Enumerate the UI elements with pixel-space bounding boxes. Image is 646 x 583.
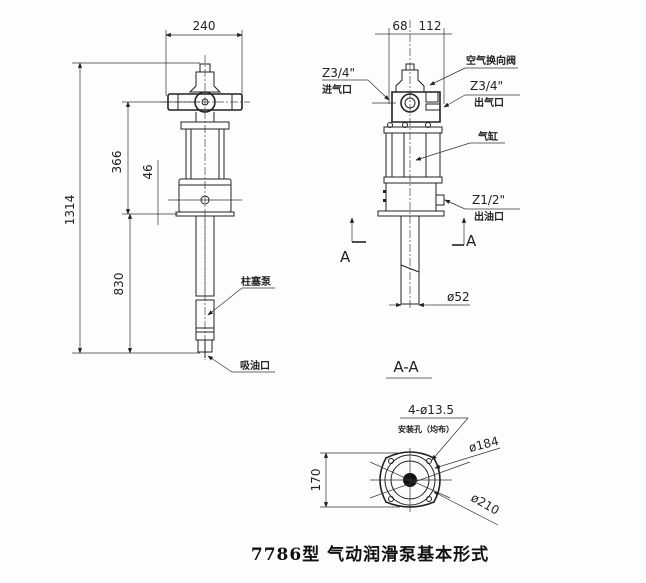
dim-total-height: 1314 bbox=[63, 195, 77, 226]
label-plunger-pump: 柱塞泵 bbox=[241, 275, 272, 288]
dim-width: 240 bbox=[193, 19, 216, 33]
label-air-out-size: Z3/4" bbox=[470, 79, 503, 93]
dim-inner-dia: ø184 bbox=[467, 434, 500, 455]
front-view bbox=[160, 55, 250, 360]
section-mark-left: A bbox=[340, 248, 351, 266]
dim-left: 68 bbox=[392, 19, 407, 33]
dim-right: 112 bbox=[419, 19, 442, 33]
label-air-valve: 空气换向阀 bbox=[466, 54, 516, 67]
section-title: A-A bbox=[393, 358, 419, 376]
front-dimensions: 240 1314 366 46 830 柱塞泵 吸油口 bbox=[63, 19, 275, 373]
label-oil-out-size: Z1/2" bbox=[472, 193, 505, 207]
label-holes: 4-ø13.5 bbox=[408, 403, 454, 417]
label-air-in: 进气口 bbox=[322, 83, 352, 96]
label-cylinder: 气缸 bbox=[477, 130, 498, 143]
section-mark-right: A bbox=[466, 232, 477, 250]
label-oil-out: 出油口 bbox=[474, 210, 504, 223]
dim-upper-height: 366 bbox=[110, 151, 124, 174]
drawing-title: 7786型 气动润滑泵基本形式 bbox=[251, 544, 489, 565]
dim-offset: 46 bbox=[141, 164, 155, 179]
label-air-in-size: Z3/4" bbox=[322, 66, 355, 80]
dim-lower-height: 830 bbox=[112, 273, 126, 296]
dim-height: 170 bbox=[309, 469, 323, 492]
dim-rod-dia: ø52 bbox=[447, 290, 470, 304]
section-view: A-A 170 4-ø13.5 安装孔（均布） ø184 ø210 bbox=[309, 358, 502, 526]
side-dimensions: 68 112 ø52 Z3/4" 进气口 空气换向阀 Z3/4" 出气口 气缸 … bbox=[322, 19, 520, 308]
label-air-out: 出气口 bbox=[474, 96, 504, 109]
side-view: A A bbox=[340, 20, 477, 310]
label-oil-suction: 吸油口 bbox=[240, 359, 270, 372]
dim-outer-dia: ø210 bbox=[469, 490, 502, 517]
label-holes-note: 安装孔（均布） bbox=[398, 424, 454, 434]
